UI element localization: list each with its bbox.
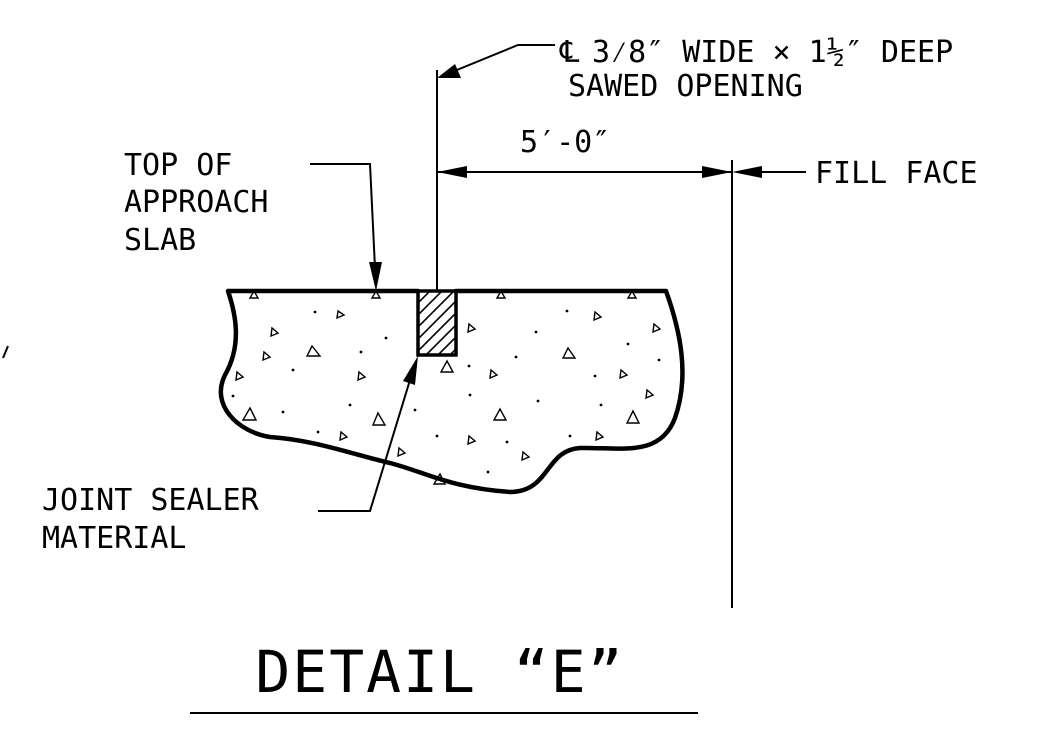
- dim-arrow-right: [702, 166, 732, 178]
- stray-mark: [2, 345, 9, 359]
- concrete-aggregate: [231, 289, 662, 485]
- slab-outline: [218, 288, 685, 495]
- top-of-slab-leader: [310, 163, 376, 269]
- dim-arrow-left: [437, 166, 467, 178]
- top-of-slab-label-1: TOP OF: [124, 148, 232, 183]
- sawed-opening-note-line2: SAWED OPENING: [568, 69, 803, 104]
- sawed-opening-note-line1: 3⁄8″ WIDE × 1½″ DEEP: [592, 35, 953, 70]
- joint-sealer-label-2: MATERIAL: [42, 521, 187, 556]
- sawed-opening-leader: [451, 44, 555, 73]
- joint-sealer-label-1: JOINT SEALER: [42, 483, 260, 518]
- dimension-label: 5′-0″: [520, 125, 610, 160]
- joint-sealer-arrow: [403, 356, 418, 385]
- leader-arrowhead: [437, 64, 461, 78]
- joint-sealer-hatch: [418, 291, 456, 355]
- fill-face-label: FILL FACE: [815, 156, 978, 191]
- detail-title: DETAIL “E”: [255, 638, 624, 706]
- top-of-slab-arrow: [369, 262, 382, 291]
- top-of-slab-label-3: SLAB: [124, 223, 196, 258]
- joint-sealer-leader: [318, 379, 411, 512]
- top-of-slab-label-2: APPROACH: [124, 185, 269, 220]
- fill-face-arrow: [732, 166, 762, 178]
- centerline-symbol: ℄: [559, 35, 580, 70]
